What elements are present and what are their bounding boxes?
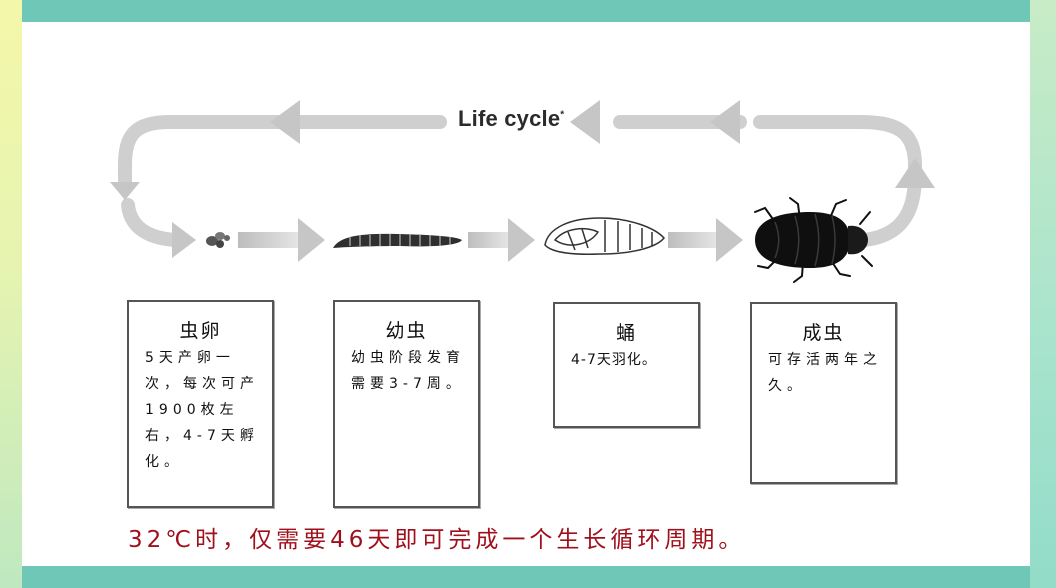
stage-desc-egg: 5天产卵一次，每次可产1900枚左右，4-7天孵化。: [145, 350, 259, 470]
life-cycle-label: Life cycle*: [454, 106, 569, 132]
top-banner: [22, 0, 1030, 22]
beetle-icon: [754, 197, 873, 283]
stage-title-adult: 成虫: [802, 322, 845, 344]
stage-box-adult: 成虫 可存活两年之久。: [750, 302, 897, 484]
footer-note: 32℃时，仅需要46天即可完成一个生长循环周期。: [128, 527, 746, 553]
left-decor-strip: [0, 0, 22, 588]
stage-arrow-3: [668, 218, 743, 262]
stage-desc-adult: 可存活两年之久。: [768, 352, 882, 394]
stage-arrow-1: [238, 218, 325, 262]
stage-desc-pupa: 4-7天羽化。: [571, 352, 657, 368]
stage-box-pupa: 蛹 4-7天羽化。: [553, 302, 700, 428]
stage-title-larva: 幼虫: [385, 320, 428, 342]
loop-down-arrowhead: [110, 182, 140, 200]
loop-up-arrowhead: [895, 158, 935, 188]
egg-icon: [206, 232, 230, 248]
pupa-icon: [544, 217, 665, 255]
stage-arrow-2: [468, 218, 535, 262]
stage-box-egg: 虫卵 5天产卵一次，每次可产1900枚左右，4-7天孵化。: [127, 300, 274, 508]
life-cycle-label-text: Life cycle: [458, 106, 561, 131]
into-egg-arrowhead: [172, 222, 196, 258]
larva-icon: [333, 233, 462, 248]
stage-box-larva: 幼虫 幼虫阶段发育需要3-7周。: [333, 300, 480, 508]
top-arrowheads: [270, 100, 740, 144]
stage-desc-larva: 幼虫阶段发育需要3-7周。: [351, 350, 465, 392]
stage-title-egg: 虫卵: [179, 320, 222, 342]
life-cycle-label-mark: *: [560, 109, 565, 121]
stage-title-pupa: 蛹: [615, 322, 637, 344]
bottom-banner: [22, 566, 1030, 588]
right-decor-strip: [1030, 0, 1056, 588]
